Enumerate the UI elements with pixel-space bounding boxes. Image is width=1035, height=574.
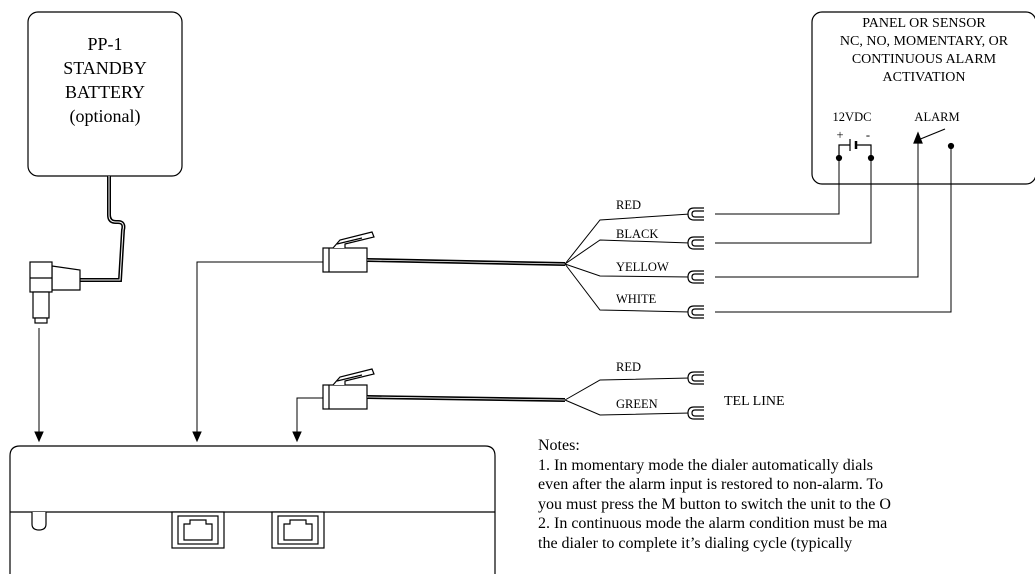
panel-label-line-4: ACTIVATION	[883, 70, 966, 85]
notes-line-3: you must press the M button to switch th…	[538, 495, 891, 513]
battery-label-line-4: (optional)	[70, 106, 141, 127]
battery-label-line-1: PP-1	[87, 34, 122, 54]
battery-symbol	[835, 139, 875, 162]
minus-sign: -	[866, 128, 870, 142]
alarm-cable	[366, 213, 691, 313]
notes-line-5: the dialer to complete it’s dialing cycl…	[538, 534, 853, 552]
alarm-rj-plug	[322, 231, 375, 273]
alarm-switch-symbol	[913, 128, 955, 150]
wire-label-white: WHITE	[616, 292, 657, 306]
battery-label-line-3: BATTERY	[65, 82, 145, 102]
tel-rj-plug	[322, 368, 375, 410]
dialer-unit	[9, 445, 496, 574]
plus-sign: +	[836, 128, 843, 142]
notes-line-1: 1. In momentary mode the dialer automati…	[538, 456, 874, 474]
panel-label-line-2: NC, NO, MOMENTARY, OR	[840, 34, 1009, 49]
dialer-jack-left	[171, 511, 225, 549]
barrel-plug	[29, 261, 81, 324]
alarm-terminals	[687, 207, 704, 319]
tel-cable	[366, 377, 691, 416]
panel-label-line-3: CONTINUOUS ALARM	[852, 52, 997, 67]
battery-box: PP-1 STANDBY BATTERY (optional)	[27, 11, 183, 177]
notes-line-2: even after the alarm input is restored t…	[538, 476, 884, 494]
power-label: 12VDC	[833, 110, 872, 124]
dialer-jack-right	[271, 511, 325, 549]
panel-wires	[715, 140, 952, 313]
battery-label-line-2: STANDBY	[63, 58, 147, 78]
notes-line-4: 2. In continuous mode the alarm conditio…	[538, 515, 888, 533]
panel-box: PANEL OR SENSOR NC, NO, MOMENTARY, OR CO…	[811, 11, 1035, 185]
wire-label-black: BLACK	[616, 227, 658, 241]
arrows	[34, 261, 323, 443]
alarm-label: ALARM	[914, 110, 959, 124]
tel-terminals	[687, 371, 704, 420]
wire-label-yellow: YELLOW	[616, 260, 669, 274]
notes-section: Notes: 1. In momentary mode the dialer a…	[538, 436, 1035, 554]
tel-line-label: TEL LINE	[724, 394, 785, 409]
tel-wire-label-red: RED	[616, 360, 641, 374]
battery-cable	[80, 176, 126, 282]
tel-wire-label-green: GREEN	[616, 397, 658, 411]
notes-heading: Notes:	[538, 437, 580, 454]
panel-label-line-1: PANEL OR SENSOR	[862, 16, 986, 31]
wire-label-red: RED	[616, 198, 641, 212]
